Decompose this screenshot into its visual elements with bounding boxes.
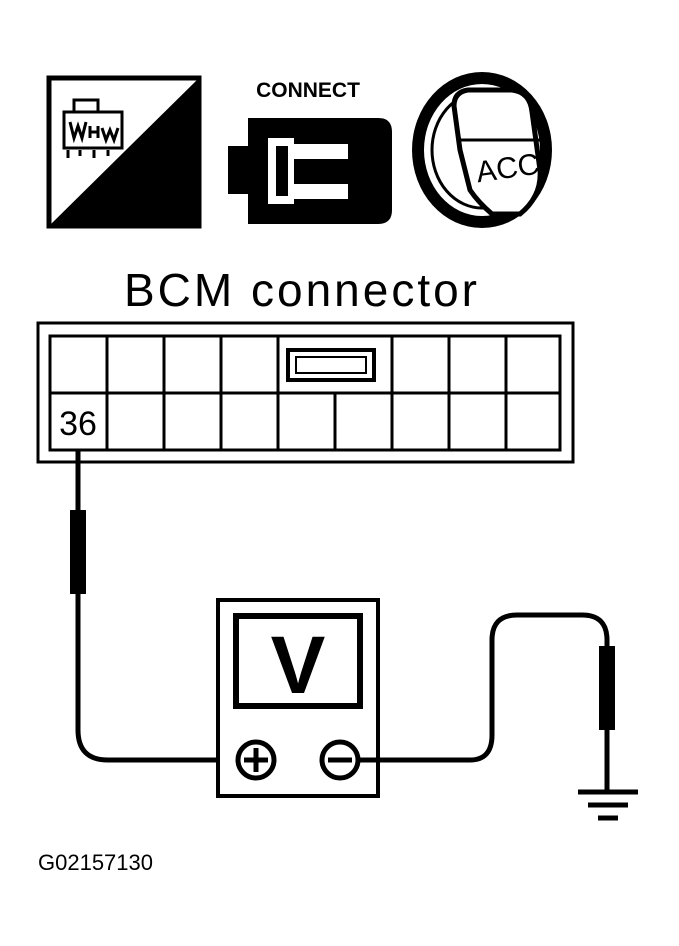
meter-display: [233, 613, 363, 709]
negative-probe: [599, 646, 615, 730]
connect-label: CONNECT: [256, 79, 360, 102]
ground-icon: [578, 789, 638, 821]
harness-label: H.S.: [111, 183, 185, 225]
pin-36-label: 36: [59, 405, 97, 443]
connector-sketch-icon: [62, 98, 124, 158]
bcm-connector-face: 36: [36, 321, 575, 464]
connector-title: BCM connector: [124, 264, 480, 316]
harness-connector-icon: H.S.: [46, 75, 202, 229]
voltmeter: V: [216, 598, 380, 798]
ignition-key-acc-icon: ACC: [412, 72, 552, 228]
positive-test-lead: [70, 450, 240, 763]
positive-probe: [70, 510, 86, 594]
negative-test-lead: [358, 612, 615, 790]
connect-plug-icon: CONNECT: [228, 79, 392, 224]
meter-unit-label: V: [271, 620, 326, 711]
connector-latch: [286, 348, 376, 382]
positive-terminal-icon: [235, 739, 277, 781]
figure-code: G02157130: [38, 850, 153, 875]
negative-terminal-icon: [319, 739, 361, 781]
